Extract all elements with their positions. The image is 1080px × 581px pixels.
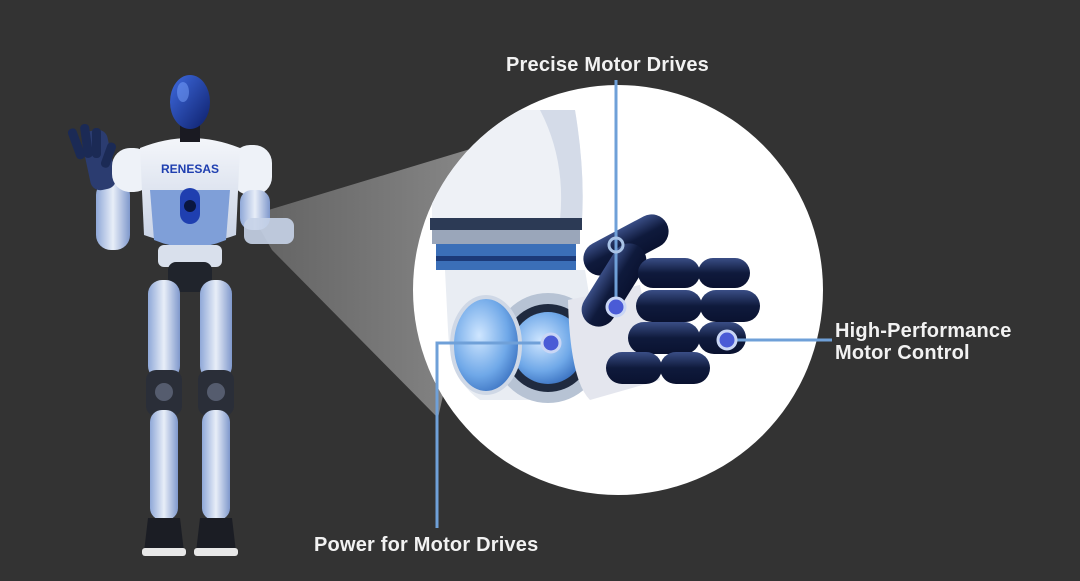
label-high-performance-line1: High-Performance [835,320,1012,342]
label-precise-motor-drives: Precise Motor Drives [506,54,709,76]
callout-line-power [435,341,551,528]
callout-lines [435,80,832,528]
enlarged-hand [430,110,760,403]
callout-dot-high-performance [716,329,738,351]
chest-logo: RENESAS [161,162,219,176]
robot-head [170,75,210,129]
callout-dot-precise [605,296,627,318]
label-high-performance-line2: Motor Control [835,342,970,364]
callout-dot-precise-top [607,236,625,254]
label-high-performance-motor-control: High-Performance Motor Control [835,320,1012,364]
humanoid-robot: RENESAS [67,75,294,556]
callout-dot-power [540,332,562,354]
label-power-for-motor-drives: Power for Motor Drives [314,534,539,556]
